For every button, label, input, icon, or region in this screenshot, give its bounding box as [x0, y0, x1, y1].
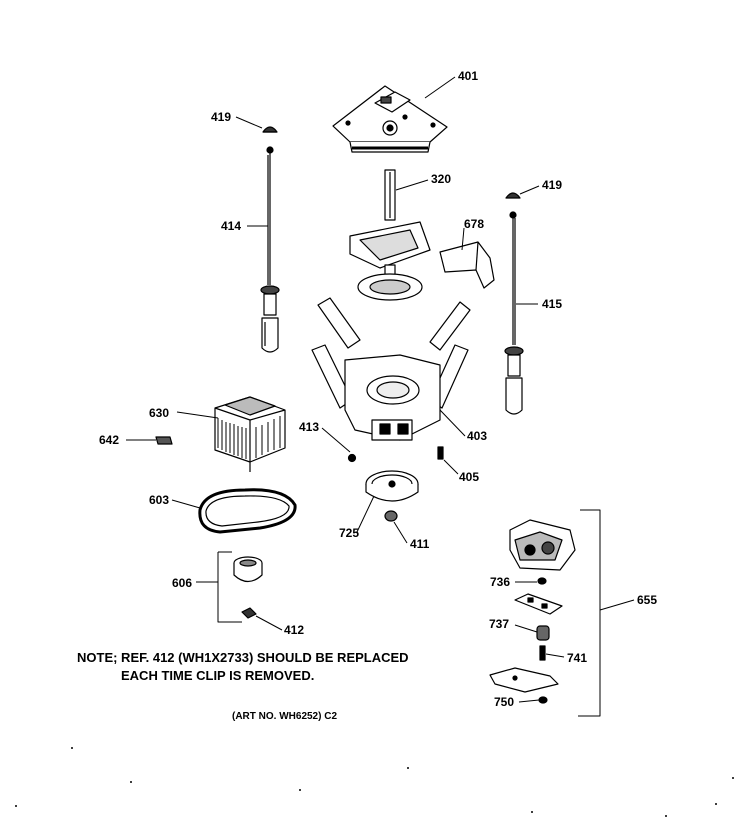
part-401-cover: [332, 85, 448, 153]
callout-603: 603: [149, 493, 170, 507]
part-736: [537, 577, 547, 585]
callout-642: 642: [99, 433, 120, 447]
part-603-belt: [198, 488, 297, 534]
callout-606: 606: [172, 576, 193, 590]
part-630-motor: [214, 396, 286, 472]
callout-419-left: 419: [211, 110, 232, 124]
callout-736: 736: [490, 575, 511, 589]
part-642-clip: [155, 436, 173, 445]
art-number: (ART NO. WH6252) C2: [232, 711, 338, 722]
part-655-plate: [489, 667, 559, 693]
callout-741: 741: [567, 651, 588, 665]
callout-630: 630: [149, 406, 170, 420]
part-725-pulley: [365, 470, 419, 502]
callout-678: 678: [464, 217, 485, 231]
callout-655: 655: [637, 593, 658, 607]
callout-415: 415: [542, 297, 563, 311]
part-412-clip: [241, 607, 257, 619]
callout-419-right: 419: [542, 178, 563, 192]
part-655-bracket: [514, 593, 563, 615]
specks: [15, 747, 734, 817]
part-678-bracket: [439, 241, 495, 289]
callout-411: 411: [410, 537, 430, 551]
part-419-cap-left: [262, 126, 278, 133]
replacement-note-line2: EACH TIME CLIP IS REMOVED.: [121, 668, 315, 683]
part-414-suspension-rod: [260, 146, 280, 353]
part-419-cap-right: [505, 192, 521, 199]
part-741: [539, 645, 546, 661]
callout-401: 401: [458, 69, 479, 83]
part-415-suspension-rod: [504, 211, 524, 415]
callout-403: 403: [467, 429, 488, 443]
callout-412: 412: [284, 623, 305, 637]
callout-320: 320: [431, 172, 452, 186]
replacement-note-line1: NOTE; REF. 412 (WH1X2733) SHOULD BE REPL…: [77, 650, 409, 665]
part-655-gearcase: [509, 519, 576, 571]
callout-750: 750: [494, 695, 515, 709]
part-750: [538, 696, 548, 704]
part-405-fastener: [437, 446, 444, 460]
part-413-fastener: [347, 453, 357, 463]
callout-405: 405: [459, 470, 480, 484]
callout-413: 413: [299, 420, 320, 434]
part-320-transmission: [349, 169, 431, 301]
part-411-nut: [384, 510, 398, 522]
part-606-pump: [233, 556, 263, 583]
part-737: [536, 625, 550, 641]
leader-lines: [126, 76, 635, 717]
callout-414: 414: [221, 219, 242, 233]
part-403-platform: [311, 297, 471, 441]
callout-737: 737: [489, 617, 510, 631]
callout-725: 725: [339, 526, 360, 540]
